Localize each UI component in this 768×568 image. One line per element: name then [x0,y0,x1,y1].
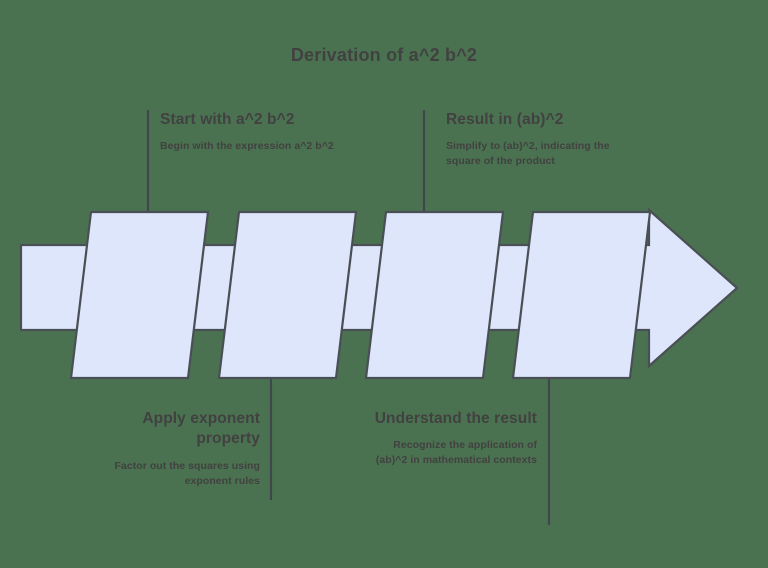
step-label-4: Understand the result Recognize the appl… [362,409,537,468]
step-description-1: Begin with the expression a^2 b^2 [160,140,334,153]
step-title-2: Apply exponent property [142,410,260,448]
step-shape-1 [69,210,210,380]
step-shape-4 [511,210,652,380]
step-description-3: Simplify to (ab)^2, indicating the squar… [446,140,610,168]
step-description-4: Recognize the application of (ab)^2 in m… [375,439,537,467]
step-label-2: Apply exponent property Factor out the s… [85,409,260,489]
step-shape-3 [364,210,505,380]
step-shape-2 [217,210,358,380]
step-label-1: Start with a^2 b^2 Begin with the expres… [160,110,335,154]
page-title: Derivation of a^2 b^2 [290,45,478,65]
step-title-1: Start with a^2 b^2 [160,111,295,128]
step-title-3: Result in (ab)^2 [446,111,564,128]
step-label-3: Result in (ab)^2 Simplify to (ab)^2, ind… [446,110,626,169]
step-shapes [69,210,652,380]
step-description-2: Factor out the squares using exponent ru… [114,459,260,487]
step-title-4: Understand the result [374,410,537,427]
